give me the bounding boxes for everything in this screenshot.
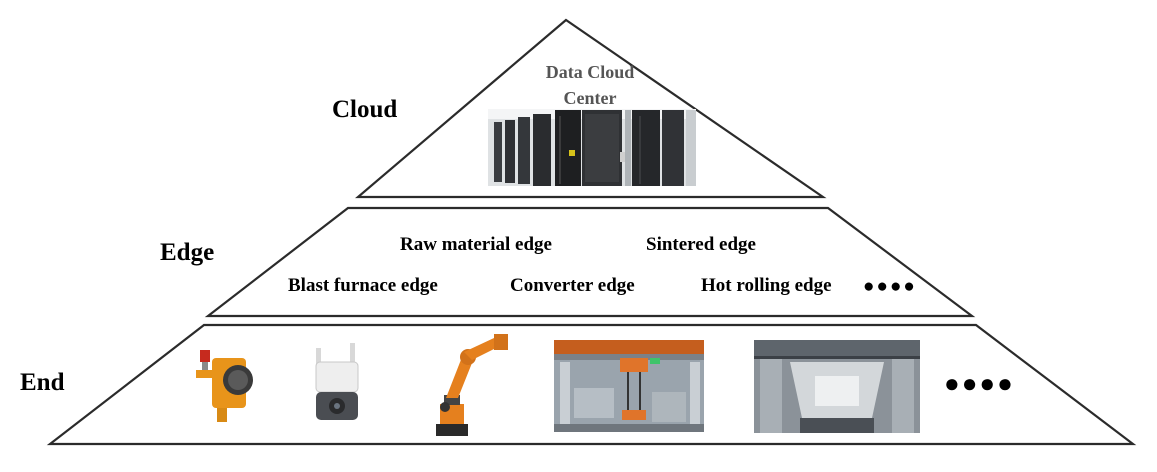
end-layer-label: End (20, 369, 65, 396)
raw-material-edge-label: Raw material edge (400, 234, 552, 255)
edge-more-dots: ●●●● (863, 276, 917, 297)
gas-detector-icon (196, 350, 253, 422)
hot-rolling-edge-label: Hot rolling edge (701, 275, 832, 296)
steel-mill-photo (754, 340, 920, 433)
factory-crane-photo (554, 340, 704, 432)
edge-tier (204, 206, 976, 318)
cloud-center-title-2: Center (564, 88, 617, 108)
security-camera-icon (315, 343, 359, 420)
cloud-layer-label: Cloud (332, 96, 397, 123)
server-rack-photo (488, 109, 696, 186)
sintered-edge-label: Sintered edge (646, 234, 756, 255)
industrial-robot-icon (436, 334, 508, 436)
edge-layer-label: Edge (160, 239, 214, 266)
converter-edge-label: Converter edge (510, 275, 635, 296)
blast-furnace-edge-label: Blast furnace edge (288, 275, 438, 296)
end-more-dots: ●●●● (944, 369, 1015, 398)
cloud-center-title-1: Data Cloud (546, 62, 635, 82)
cloud-tier (355, 18, 827, 199)
